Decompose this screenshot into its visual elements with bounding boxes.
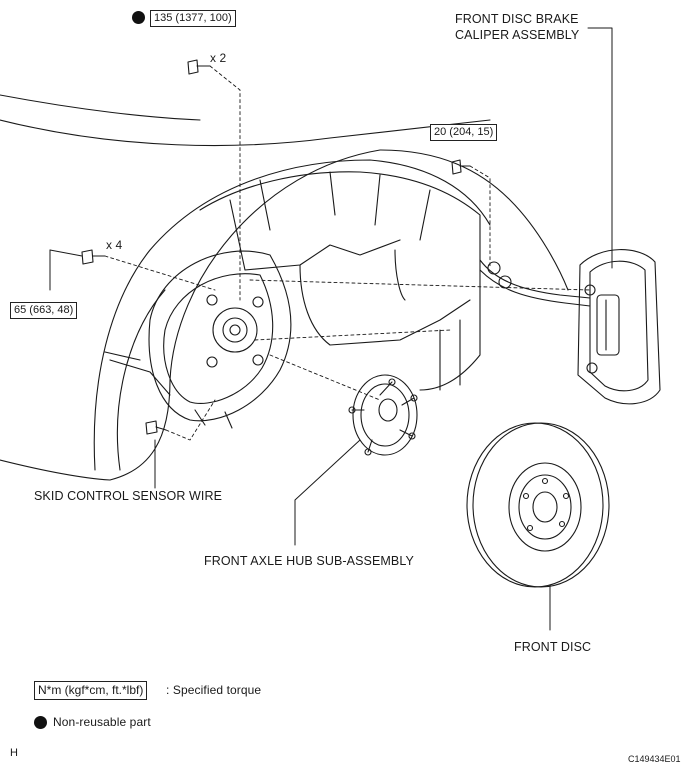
wheel-house-liner xyxy=(199,171,591,391)
torque-unit-legend-box: N*m (kgf*cm, ft.*lbf) xyxy=(34,681,148,700)
front-disc-label: FRONT DISC xyxy=(514,640,592,654)
torque-legend-text: : Specified torque xyxy=(166,683,262,697)
caliper-label-line2: CALIPER ASSEMBLY xyxy=(455,28,580,42)
top-bolt-torque-box: 135 (1377, 100) xyxy=(150,10,236,27)
front-disc-rotor xyxy=(466,422,610,588)
sensor-wire-label: SKID CONTROL SENSOR WIRE xyxy=(34,489,223,503)
dashed-guide-lines xyxy=(104,65,591,441)
fender-outline xyxy=(0,94,569,481)
steering-knuckle-and-shield xyxy=(104,250,292,429)
left-bolt-torque-box: 65 (663, 48) xyxy=(10,302,78,319)
axle-hub-label: FRONT AXLE HUB SUB-ASSEMBLY xyxy=(204,554,414,568)
nonreusable-legend-text: Non-reusable part xyxy=(53,715,151,729)
brake-caliper xyxy=(577,249,661,405)
figure-code: C149434E01 xyxy=(628,754,681,764)
left-bolt-quantity: x 4 xyxy=(106,238,123,252)
caliper-label-line1: FRONT DISC BRAKE xyxy=(455,12,579,26)
corner-letter: H xyxy=(10,747,19,759)
nonreusable-marker-icon xyxy=(132,11,145,24)
bolts xyxy=(81,59,471,435)
axle-hub xyxy=(348,374,418,456)
nonreusable-legend-icon xyxy=(34,716,47,729)
top-bolt-quantity: x 2 xyxy=(210,51,227,65)
clip-bolt-torque-box: 20 (204, 15) xyxy=(430,124,498,141)
leader-lines xyxy=(49,27,613,631)
